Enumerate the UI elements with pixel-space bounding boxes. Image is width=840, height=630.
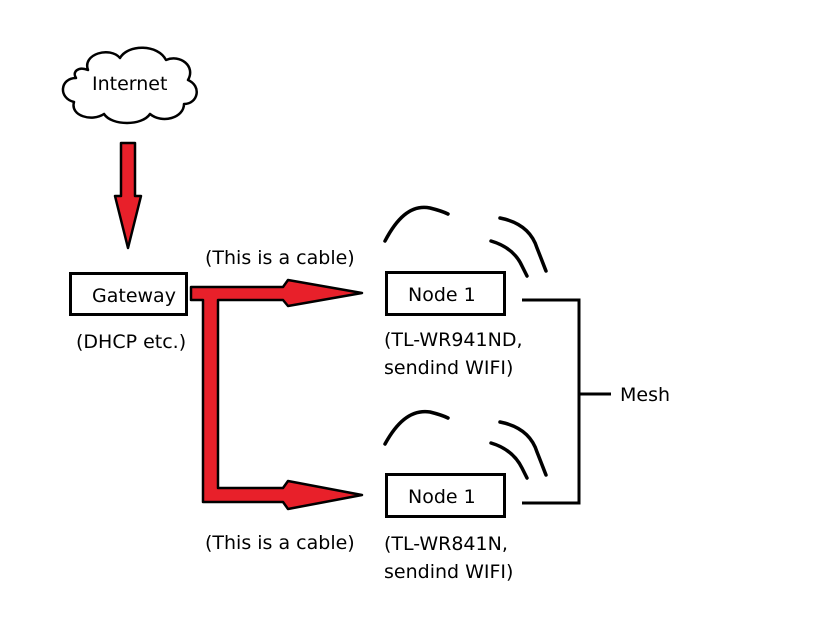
internet-label: Internet (92, 73, 168, 95)
wifi-waves-node1-icon (383, 205, 548, 278)
gateway-box: Gateway (69, 272, 188, 316)
gateway-note: (DHCP etc.) (76, 331, 187, 353)
mesh-label: Mesh (620, 384, 671, 406)
node1-label: Node 1 (408, 284, 476, 306)
wifi-waves-node2-icon (383, 409, 548, 480)
node2-box: Node 1 (385, 473, 506, 518)
cable-label-top: (This is a cable) (205, 247, 355, 269)
gateway-label: Gateway (92, 285, 176, 307)
node2-label: Node 1 (408, 486, 476, 508)
node1-note: sendind WIFI) (384, 357, 514, 379)
node2-note: sendind WIFI) (384, 561, 514, 583)
internet-cloud-icon (61, 46, 198, 125)
node1-model: (TL-WR941ND, (384, 329, 523, 351)
cable-label-bottom: (This is a cable) (205, 532, 355, 554)
node1-box: Node 1 (385, 271, 506, 316)
internet-to-gateway-arrow (113, 141, 143, 250)
mesh-connector (522, 298, 611, 505)
cable-arrows (189, 278, 364, 511)
node2-model: (TL-WR841N, (384, 533, 508, 555)
